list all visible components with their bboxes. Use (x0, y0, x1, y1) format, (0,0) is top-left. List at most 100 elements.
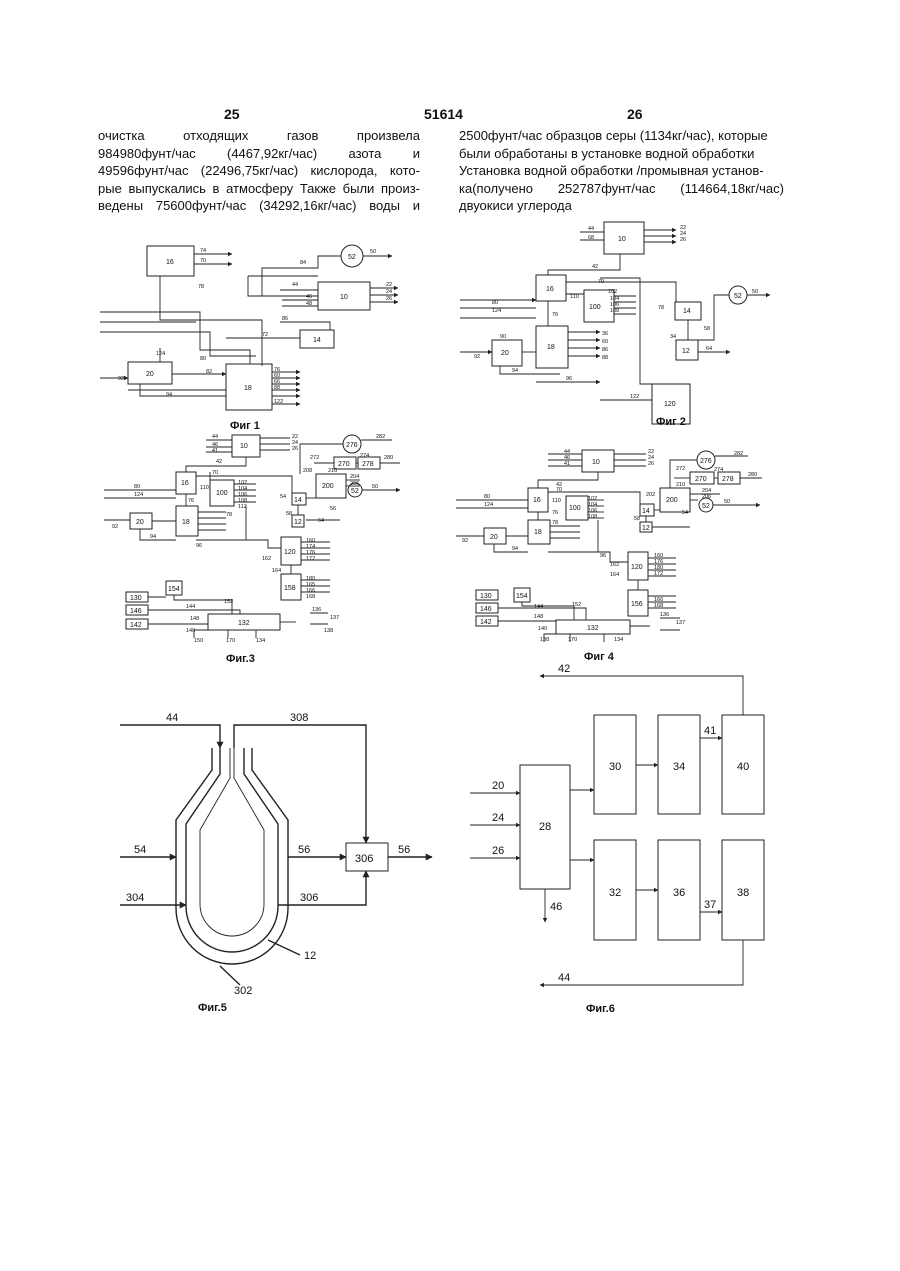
fig3-stream-label: 54 (280, 494, 286, 500)
fig4-stream-label: 152 (572, 602, 581, 608)
fig1-stream-label: 124 (156, 351, 165, 357)
fig1-block-label: 52 (348, 254, 356, 261)
fig2-stream-label: 78 (658, 305, 664, 311)
fig2-stream-label: 76 (552, 312, 558, 318)
fig6-stream-label: 24 (492, 812, 504, 824)
fig5-stream-label: 56 (398, 844, 410, 856)
fig4-block-label: 278 (722, 476, 734, 483)
fig4-stream-label: 274 (714, 467, 723, 473)
fig4-block-label: 142 (480, 619, 492, 626)
fig4-block-label: 132 (587, 625, 599, 632)
fig4-stream-label: 172 (654, 571, 663, 577)
fig1-block-label: 10 (340, 294, 348, 301)
fig1-stream-label: 70 (200, 258, 206, 264)
fig2-block-label: 10 (618, 236, 626, 243)
fig3-stream-label: 76 (188, 498, 194, 504)
fig1-stream-label: 122 (274, 399, 283, 405)
fig3-block-label: 12 (294, 519, 302, 526)
fig1-block-label: 18 (244, 385, 252, 392)
fig3-stream-label: 138 (324, 628, 333, 634)
fig2-stream-label: 68 (588, 235, 594, 241)
fig1-stream-label: 92 (118, 376, 124, 382)
fig4-stream-label: 41 (564, 461, 570, 467)
fig1-stream-label: 78 (198, 284, 204, 290)
fig4-stream-label: 210 (676, 482, 685, 488)
fig3-stream-label: 70 (212, 470, 218, 476)
fig1-stream-label: 22 (386, 282, 392, 288)
fig6-stream-label: 44 (558, 972, 570, 984)
fig2-stream-label: 96 (566, 376, 572, 382)
fig2-stream-label: 90 (500, 334, 506, 340)
fig6-caption: Фиг.6 (586, 1003, 615, 1015)
fig4-block-label: 156 (631, 601, 643, 608)
fig3-stream-label: 56 (330, 506, 336, 512)
fig4-stream-label: 282 (734, 451, 743, 457)
fig2-stream-label: 60 (602, 339, 608, 345)
fig2-stream-label: 64 (706, 346, 712, 352)
fig4-block-label: 270 (695, 476, 707, 483)
fig4-stream-label: 272 (676, 466, 685, 472)
fig3-block-label: 20 (136, 519, 144, 526)
fig2-block-label: 120 (664, 401, 676, 408)
fig4-block-label: 120 (631, 564, 643, 571)
fig4-stream-label: 108 (588, 514, 597, 520)
fig3-stream-label: 50 (372, 484, 378, 490)
fig6-stream-label: 20 (492, 780, 504, 792)
fig6-stream-label: 41 (704, 725, 716, 737)
fig3-stream-label: 208 (303, 468, 312, 474)
fig4-block-label: 146 (480, 606, 492, 613)
fig1-block-label: 20 (146, 371, 154, 378)
fig2-stream-label: 124 (492, 308, 501, 314)
fig3-stream-label: 134 (256, 638, 265, 644)
fig4-stream-label: 280 (748, 472, 757, 478)
fig2-block-label: 52 (734, 293, 742, 300)
fig3-stream-label: 41 (212, 448, 218, 454)
fig3-block-label: 14 (294, 497, 302, 504)
fig4-stream-label: 76 (552, 510, 558, 516)
fig2-stream-label: 110 (570, 294, 579, 300)
fig5-block-label: 306 (355, 853, 373, 865)
fig6-block-label: 32 (609, 887, 621, 899)
fig3-stream-label: 210 (328, 468, 337, 474)
fig2-stream-label: 58 (704, 326, 710, 332)
fig2-stream-label: 36 (602, 331, 608, 337)
fig3-stream-label: 172 (306, 556, 315, 562)
fig4-caption: Фиг 4 (584, 651, 615, 663)
fig6-block-label: 38 (737, 887, 749, 899)
fig3-block-label: 132 (238, 620, 250, 627)
fig2-block-label: 16 (546, 286, 554, 293)
fig3-stream-label: 136 (312, 607, 321, 613)
fig1-stream-label: 24 (386, 289, 392, 295)
fig4-stream-label: 170 (568, 637, 577, 643)
fig4-stream-label: 138 (540, 637, 549, 643)
fig1-stream-label: 86 (282, 316, 288, 322)
fig4-block-label: 18 (534, 529, 542, 536)
fig4-block-label: 154 (516, 593, 528, 600)
fig3-stream-label: 162 (262, 556, 271, 562)
fig3-stream-label: 168 (306, 594, 315, 600)
fig4-stream-label: 58 (634, 516, 640, 522)
fig4-stream-label: 80 (484, 494, 490, 500)
fig3-block-label: 16 (181, 480, 189, 487)
fig5-caption: Фиг.5 (198, 1002, 227, 1014)
fig3-block-label: 142 (130, 622, 142, 629)
fig3-stream-label: 280 (384, 455, 393, 461)
fig2-stream-label: 94 (512, 368, 518, 374)
fig5-stream-label: 54 (134, 844, 146, 856)
fig2-stream-label: 80 (492, 300, 498, 306)
fig3-block-label: 10 (240, 443, 248, 450)
fig4-block-label: 12 (642, 525, 650, 532)
fig1-stream-label: 84 (300, 260, 306, 266)
fig2-stream-label: 122 (630, 394, 639, 400)
fig3-block-label: 100 (216, 490, 228, 497)
fig2-block-label: 14 (683, 308, 691, 315)
fig4-stream-label: 206 (702, 494, 711, 500)
fig2-stream-label: 102 (608, 289, 617, 295)
fig4-stream-label: 202 (646, 492, 655, 498)
fig3-stream-label: 96 (196, 543, 202, 549)
fig2-stream-label: 44 (588, 226, 594, 232)
fig3-stream-label: 204 (350, 474, 359, 480)
fig4-block-label: 276 (700, 458, 712, 465)
fig3-stream-label: 272 (310, 455, 319, 461)
fig6-stream-label: 42 (558, 663, 570, 675)
